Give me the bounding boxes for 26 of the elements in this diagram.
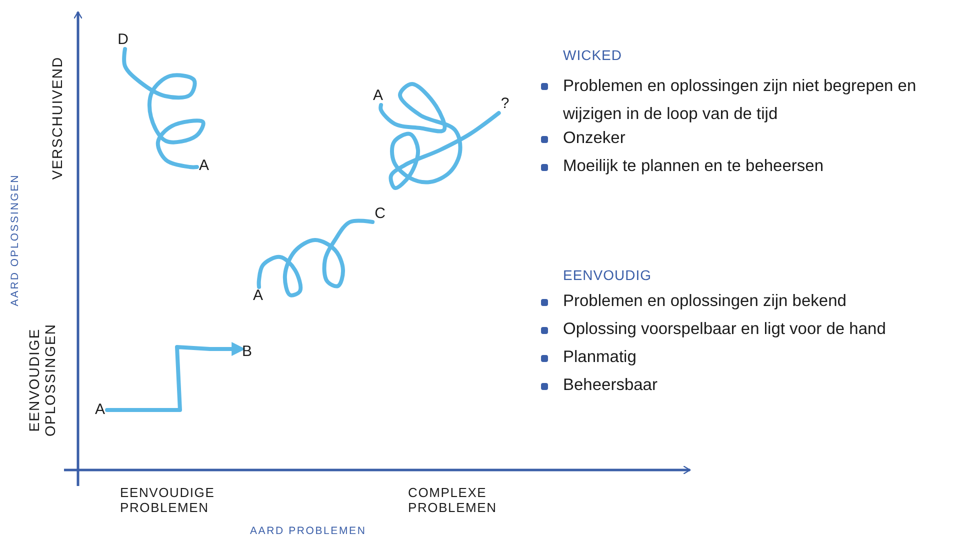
point-label: D: [116, 31, 130, 49]
bullet-text: Beheersbaar: [563, 376, 658, 395]
spiral-line: [122, 47, 206, 170]
point-label: ?: [498, 95, 512, 113]
point-label: A: [371, 87, 385, 105]
axis-tick-label: EENVOUDIGE OPLOSSINGEN: [26, 322, 58, 438]
section-heading: EENVOUDIG: [563, 267, 652, 284]
bullet-text: Problemen en oplossingen zijn niet begrepen en wijzigen in de loop van de tijd: [563, 76, 918, 125]
point-label: C: [372, 205, 388, 223]
bullet-text: Problemen en oplossingen zijn bekend: [563, 292, 846, 311]
point-label: A: [251, 287, 265, 305]
axis-title: AARD OPLOSSINGEN: [8, 174, 22, 306]
bullet-text: Oplossing voorspelbaar en ligt voor de hand: [563, 320, 886, 339]
arrow: [105, 342, 246, 412]
point-label: B: [240, 343, 254, 361]
spiral-line: [256, 218, 375, 298]
point-label: A: [93, 401, 107, 419]
bullet-text: Planmatig: [563, 348, 636, 367]
axis-tick-label: VERSCHUIVEND: [48, 56, 66, 180]
bullet-text: Onzeker: [563, 129, 626, 148]
axis-tick-label: COMPLEXE PROBLEMEN: [408, 486, 498, 516]
bullet-text: Moeilijk te plannen en te beheersen: [563, 157, 824, 176]
point-label: A: [197, 157, 211, 175]
axis-tick-label: EENVOUDIGE PROBLEMEN: [120, 486, 216, 516]
section-heading: WICKED: [563, 47, 622, 64]
axis-title: AARD PROBLEMEN: [250, 525, 366, 537]
